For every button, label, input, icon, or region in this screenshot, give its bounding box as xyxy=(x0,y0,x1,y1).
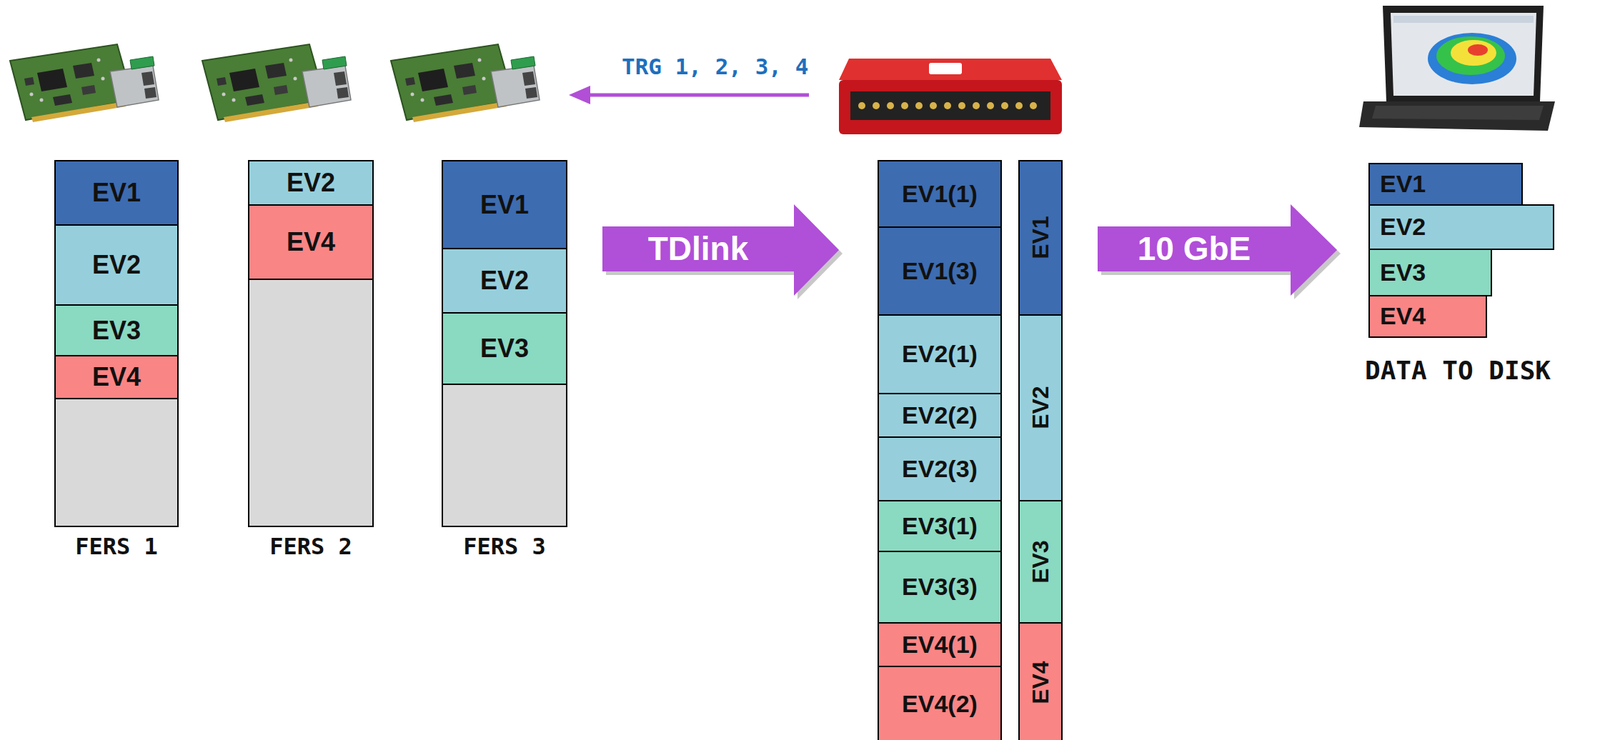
fragment-block: EV4(2) xyxy=(877,666,1002,740)
block-text: EV4 xyxy=(92,363,141,392)
trigger-arrow xyxy=(568,85,809,105)
block-text: EV3 xyxy=(92,316,141,346)
block-text: EV2 xyxy=(92,250,141,280)
block-text: EV2 xyxy=(1027,386,1053,430)
block-text: EV2 xyxy=(480,266,529,296)
fragment-block: EV4(1) xyxy=(877,622,1002,668)
block-text: EV1(1) xyxy=(901,180,978,208)
block-text: EV4 xyxy=(1027,661,1053,704)
block-text: EV3(1) xyxy=(901,513,978,540)
block-text: TDlink xyxy=(602,226,794,272)
block-text: EV3 xyxy=(480,334,529,364)
storage-label: DATA TO DISK xyxy=(1354,355,1562,386)
link-arrow: 10 GbE xyxy=(1097,204,1338,296)
fers-board xyxy=(10,44,159,123)
event-block: EV2 xyxy=(441,247,568,314)
fragment-block: EV2(3) xyxy=(877,436,1002,502)
event-block: EV1 xyxy=(441,160,568,250)
block-text: EV2(2) xyxy=(901,402,978,429)
event-bar: EV2 xyxy=(1018,314,1063,502)
block-text: EV3 xyxy=(1027,540,1053,584)
block-text: EV1 xyxy=(1027,216,1053,260)
buffer-heading: FERS 3 xyxy=(443,534,566,560)
block-text: EV1 xyxy=(1379,170,1426,198)
fers-board xyxy=(390,44,540,123)
block-text: EV2(1) xyxy=(901,340,978,368)
arrow-body xyxy=(1097,204,1338,296)
trigger-label: TRG 1, 2, 3, 4 xyxy=(621,54,809,81)
event-block: EV3 xyxy=(54,304,179,357)
link-arrow: TDlink xyxy=(602,204,839,296)
fers-buffer: FERS 2EV2EV4 xyxy=(247,160,374,528)
event-bar: EV3 xyxy=(1018,500,1063,624)
saved-event: EV2 xyxy=(1368,204,1555,251)
event-block: EV4 xyxy=(247,204,374,281)
block-text: 10 GbE xyxy=(1097,226,1291,272)
fragment-block: EV2(1) xyxy=(877,314,1002,395)
block-text: EV2 xyxy=(286,168,336,198)
block-text: EV4(2) xyxy=(901,691,978,718)
fers-buffer: FERS 3EV1EV2EV3 xyxy=(441,160,568,528)
event-block: EV2 xyxy=(247,160,374,206)
arrow-body xyxy=(602,204,839,296)
block-text: EV3 xyxy=(1379,259,1426,286)
saved-event: EV3 xyxy=(1368,248,1493,297)
fragment-block: EV2(2) xyxy=(877,393,1002,439)
concentrator-box xyxy=(838,58,1062,135)
laptop xyxy=(1359,5,1555,131)
block-text: EV4 xyxy=(286,227,336,257)
saved-event: EV4 xyxy=(1368,295,1488,339)
event-block: EV4 xyxy=(54,355,179,400)
saved-event: EV1 xyxy=(1368,162,1523,206)
block-text: EV1 xyxy=(480,190,529,220)
block-text: EV4(1) xyxy=(901,631,978,659)
fers-buffer: FERS 1EV1EV2EV3EV4 xyxy=(54,160,179,528)
block-text: EV1(3) xyxy=(901,257,978,285)
block-text: EV2(3) xyxy=(901,455,978,483)
buffer-heading: FERS 2 xyxy=(249,534,373,560)
block-text: EV2 xyxy=(1379,213,1426,241)
fers-board xyxy=(202,44,351,123)
event-bar: EV1 xyxy=(1018,160,1063,316)
fragment-block: EV3(1) xyxy=(877,500,1002,553)
fragment-block: EV1(1) xyxy=(877,160,1002,228)
event-block: EV2 xyxy=(54,224,179,306)
event-bar: EV4 xyxy=(1018,622,1063,740)
fragment-block: EV3(3) xyxy=(877,550,1002,624)
event-block: EV3 xyxy=(441,312,568,386)
block-text: EV1 xyxy=(92,178,141,208)
block-text: EV3(3) xyxy=(901,573,978,601)
fragment-block: EV1(3) xyxy=(877,226,1002,316)
buffer-heading: FERS 1 xyxy=(55,534,178,560)
event-block: EV1 xyxy=(54,160,179,226)
block-text: EV4 xyxy=(1379,302,1426,330)
